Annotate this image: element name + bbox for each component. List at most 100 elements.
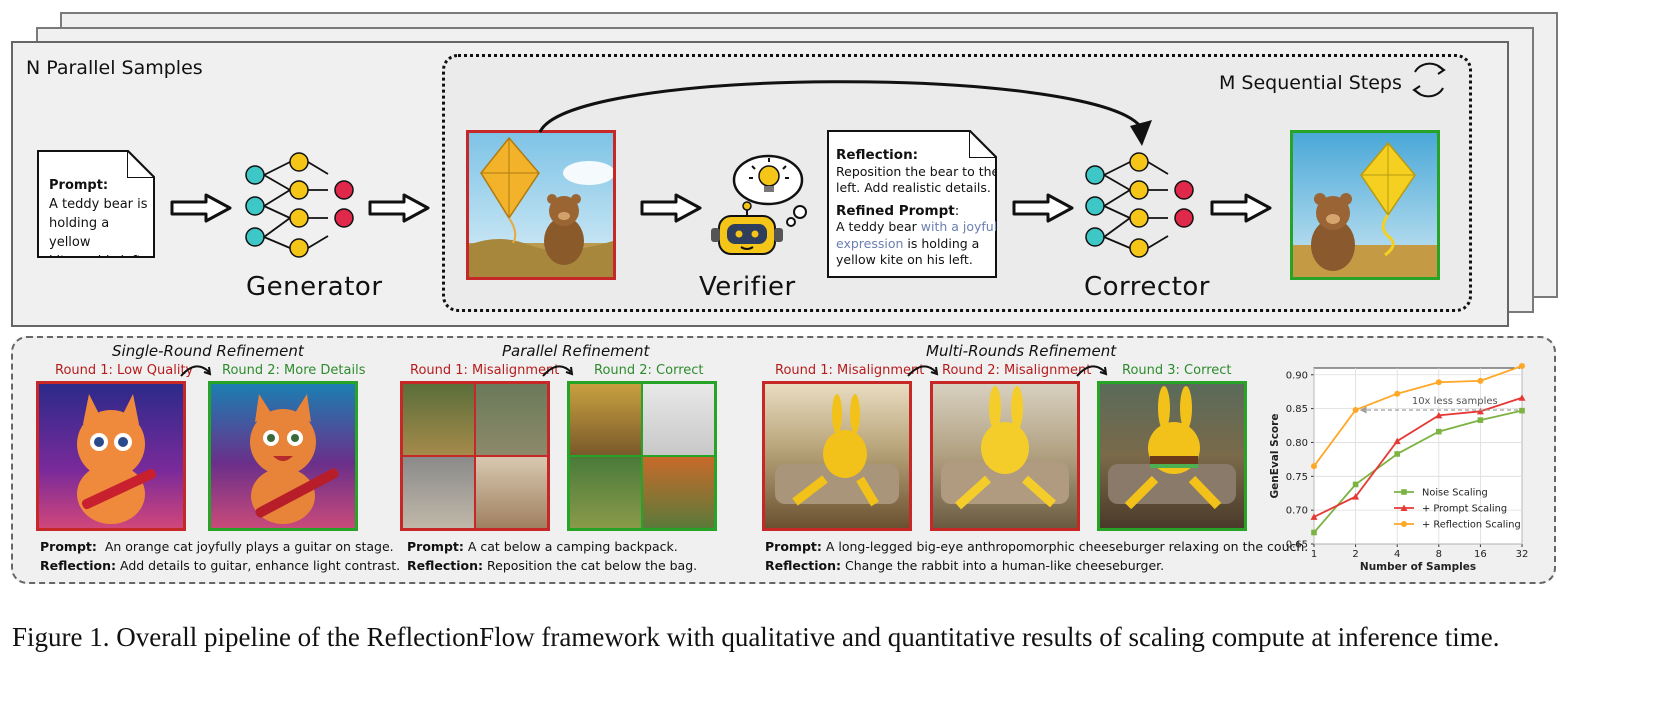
multi-round1-label: Round 1: Misalignment (775, 363, 925, 378)
curved-arrow-icon (542, 365, 574, 377)
single-round1-label: Round 1: Low Quality (55, 363, 194, 378)
sequential-steps-label: M Sequential Steps (1219, 72, 1402, 94)
parallel-round2-label: Round 2: Correct (594, 363, 704, 378)
refined-line-3: yellow kite on his left. (836, 252, 973, 267)
arrow-icon (368, 193, 430, 223)
cycle-icon (1412, 62, 1446, 98)
parallel-prompt-caption: Prompt: A cat below a camping backpack. (407, 539, 678, 554)
reflection-line: Reposition the bear to the (836, 163, 1000, 179)
refined-highlight: with a joyful (920, 219, 998, 234)
cat-guitar-image-round2 (208, 381, 358, 531)
caption-prompt-label: Prompt: (765, 539, 822, 554)
burger-couch-image-round2 (930, 381, 1080, 531)
caption-reflection-text: Change the rabbit into a human-like chee… (845, 558, 1165, 573)
parallel-round1-label: Round 1: Misalignment (410, 363, 560, 378)
single-reflection-caption: Reflection: Add details to guitar, enhan… (40, 558, 400, 573)
bear-kite-image-round1 (466, 130, 616, 280)
data-point-triangle (1435, 411, 1443, 419)
legend-label: + Prompt Scaling (1422, 504, 1507, 515)
data-point-triangle (1310, 513, 1318, 520)
data-point-triangle (1352, 493, 1360, 500)
curved-arrow-icon (180, 365, 212, 377)
caption-reflection-label: Reflection: (765, 558, 842, 573)
corrector-label: Corrector (1084, 272, 1210, 302)
data-point-triangle (1400, 504, 1408, 511)
cat-backpack-grid-round1 (400, 381, 550, 531)
reflection-note: Reflection: Reposition the bear to the l… (827, 130, 997, 278)
refined-text: is holding a (903, 235, 980, 251)
caption-prompt-label: Prompt: (407, 539, 464, 554)
y-tick-label: 0.70 (1286, 506, 1308, 517)
verifier-label: Verifier (699, 272, 796, 302)
refined-highlight: expression (836, 235, 904, 251)
y-tick-label: 0.85 (1286, 404, 1308, 415)
caption-prompt-label: Prompt: (40, 539, 97, 554)
burger-couch-image-round3 (1097, 381, 1247, 531)
y-tick-label: 0.65 (1286, 540, 1308, 551)
y-tick-label: 0.90 (1286, 370, 1308, 381)
figure-caption: Figure 1. Overall pipeline of the Reflec… (12, 622, 1500, 652)
prompt-heading: Prompt: (49, 178, 109, 193)
x-tick-label: 2 (1352, 549, 1358, 560)
plot-area (1313, 367, 1523, 545)
multi-round2-label: Round 2: Misalignment (942, 363, 1092, 378)
burger-couch-image-round1 (762, 381, 912, 531)
x-tick-label: 1 (1311, 549, 1317, 560)
data-point-square (1436, 428, 1442, 435)
caption-reflection-text: Reposition the cat below the bag. (487, 558, 698, 573)
data-point-circle (1311, 463, 1317, 470)
reflection-line: left. Add realistic details. (836, 180, 991, 195)
verifier-robot-icon (711, 154, 807, 255)
annotation-arrowhead (1359, 406, 1367, 414)
refined-prompt-colon: : (954, 202, 960, 219)
refined-prompt-heading: Refined Prompt (836, 202, 955, 219)
data-point-square (1311, 529, 1317, 536)
single-round2-label: Round 2: More Details (222, 363, 366, 378)
reflection-heading: Reflection: (836, 147, 919, 163)
corrector-network-icon (1085, 152, 1194, 258)
data-point-square (1519, 407, 1525, 414)
x-axis-label: Number of Samples (1360, 561, 1476, 573)
data-point-square (1401, 489, 1407, 495)
x-tick-label: 4 (1394, 549, 1400, 560)
caption-reflection-text: Add details to guitar, enhance light con… (120, 558, 401, 573)
y-tick-label: 0.75 (1286, 472, 1308, 483)
x-tick-label: 8 (1436, 549, 1442, 560)
data-point-square (1394, 451, 1400, 457)
caption-reflection-label: Reflection: (407, 558, 484, 573)
curved-arrow-icon (1076, 365, 1108, 377)
single-round-title: Single-Round Refinement (112, 342, 304, 360)
arrow-icon (640, 193, 702, 223)
generator-network-icon (245, 152, 354, 258)
prompt-note: Prompt: A teddy bear is holding a yellow… (37, 150, 155, 258)
refined-line-2: expression is holding a (836, 236, 999, 253)
data-point-circle (1435, 379, 1442, 386)
refined-text: A teddy bear (836, 219, 921, 234)
data-point-circle (1477, 377, 1484, 384)
legend-label: Noise Scaling (1422, 488, 1488, 499)
parallel-reflection-caption: Reflection: Reposition the cat below the… (407, 558, 697, 573)
data-point-triangle (1476, 407, 1484, 415)
legend-label: + Reflection Scaling (1422, 520, 1521, 531)
bear-kite-illustration (469, 133, 613, 277)
prompt-line: holding a yellow (49, 216, 110, 250)
multi-round3-label: Round 3: Correct (1122, 363, 1232, 378)
refined-line-1: A teddy bear with a joyful (836, 219, 999, 236)
series-line (1313, 409, 1523, 534)
caption-prompt-text: A cat below a camping backpack. (467, 539, 678, 554)
y-axis-label: GenEval Score (1269, 414, 1281, 499)
cat-guitar-image-round1 (36, 381, 186, 531)
prompt-line: A teddy bear is (49, 197, 148, 212)
parallel-refinement-title: Parallel Refinement (502, 342, 650, 360)
caption-prompt-text: A long-legged big-eye anthropomorphic ch… (825, 539, 1309, 554)
arrow-icon (1210, 193, 1272, 223)
x-tick-label: 32 (1516, 549, 1529, 560)
y-tick-label: 0.80 (1286, 438, 1308, 449)
arrow-icon (1012, 193, 1074, 223)
annotation-text: 10x less samples (1412, 396, 1498, 407)
reflection-note-fold (969, 130, 997, 158)
curved-arrow-icon (907, 365, 939, 377)
bear-kite-illustration (1293, 133, 1437, 277)
data-point-triangle (1393, 437, 1401, 445)
generator-label: Generator (246, 272, 383, 302)
